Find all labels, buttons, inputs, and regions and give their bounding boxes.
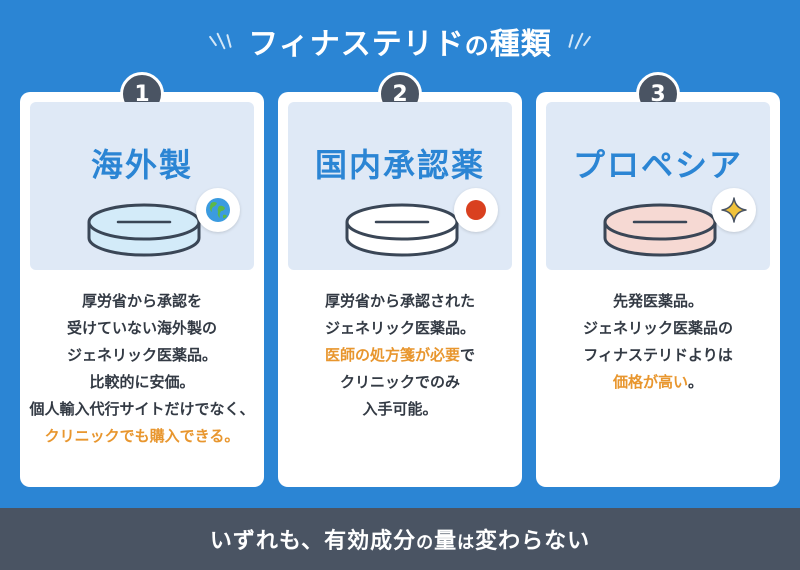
card-propecia: 3 プロペシア 先発医薬品。 ジェネリック医薬品の フィナステリドよりは 価格が… <box>536 72 780 487</box>
card-panel: 海外製 <box>30 102 254 270</box>
footer-part: いずれも、有効成分 <box>209 529 417 554</box>
card-domestic: 2 国内承認薬 厚労省から承認された ジェネリック医薬品。 医師の処方箋が必要で… <box>278 72 522 487</box>
sparkle-icon <box>721 197 747 223</box>
title-part-end: 種類 <box>489 27 552 62</box>
card-description: 厚労省から承認を 受けていない海外製の ジェネリック医薬品。 比較的に安価。 個… <box>20 288 264 450</box>
desc-line: 医師の処方箋が必要で <box>278 342 522 369</box>
footer-part: は <box>457 533 476 553</box>
desc-highlight-tail: で <box>460 346 476 364</box>
globe-icon <box>206 198 230 222</box>
desc-line: 受けていない海外製の <box>66 319 217 337</box>
card-overseas: 1 海外製 厚労省から承認を 受けていない海外製の ジェネリック医薬品。 比較的… <box>20 72 264 487</box>
title-part-particle: の <box>464 32 490 60</box>
desc-line: 入手可能。 <box>362 400 438 418</box>
sticker-badge <box>454 188 498 232</box>
footer-banner: いずれも、有効成分の量は変わらない <box>0 508 800 570</box>
card-title: 国内承認薬 <box>314 146 485 184</box>
desc-line: 比較的に安価。 <box>89 373 195 391</box>
card-title: 海外製 <box>90 146 193 184</box>
card-description: 厚労省から承認された ジェネリック医薬品。 医師の処方箋が必要で クリニックでの… <box>278 288 522 423</box>
card-description: 先発医薬品。 ジェネリック医薬品の フィナステリドよりは 価格が高い。 <box>536 288 780 396</box>
japan-flag-icon <box>466 200 486 220</box>
sticker-badge <box>196 188 240 232</box>
header: フィナステリドの種類 <box>0 16 800 66</box>
card-title: プロペシア <box>572 146 743 184</box>
footer-text: いずれも、有効成分の量は変わらない <box>210 523 590 555</box>
card-panel: プロペシア <box>546 102 770 270</box>
desc-line: ジェネリック医薬品の <box>582 319 733 337</box>
card-panel: 国内承認薬 <box>288 102 512 270</box>
desc-line: フィナステリドよりは <box>583 346 733 364</box>
desc-line: ジェネリック医薬品。 <box>324 319 475 337</box>
desc-line: 価格が高い。 <box>536 369 780 396</box>
desc-highlight: 価格が高い <box>612 373 688 391</box>
desc-highlight: 医師の処方箋が必要 <box>324 346 460 364</box>
title-decoration-left <box>209 32 233 50</box>
desc-line: クリニックでのみ <box>339 373 460 391</box>
desc-highlight-tail: 。 <box>688 373 704 391</box>
desc-highlight: クリニックでも購入できる。 <box>44 427 240 445</box>
title-decoration-right <box>567 32 591 50</box>
pill-icon <box>603 203 717 257</box>
desc-line: 先発医薬品。 <box>612 292 703 310</box>
page-title: フィナステリドの種類 <box>248 19 551 63</box>
sticker-badge <box>712 188 756 232</box>
footer-part: の <box>416 533 435 553</box>
desc-line: 厚労省から承認された <box>324 292 475 310</box>
pill-icon <box>345 203 459 257</box>
desc-line: 厚労省から承認を <box>81 292 202 310</box>
desc-line: 個人輸入代行サイトだけでなく、 <box>29 400 255 418</box>
footer-part: 量 <box>434 529 458 554</box>
footer-part: 変わらない <box>475 529 591 554</box>
desc-line: ジェネリック医薬品。 <box>66 346 217 364</box>
title-part-main: フィナステリド <box>248 27 465 62</box>
pill-icon <box>87 203 201 257</box>
